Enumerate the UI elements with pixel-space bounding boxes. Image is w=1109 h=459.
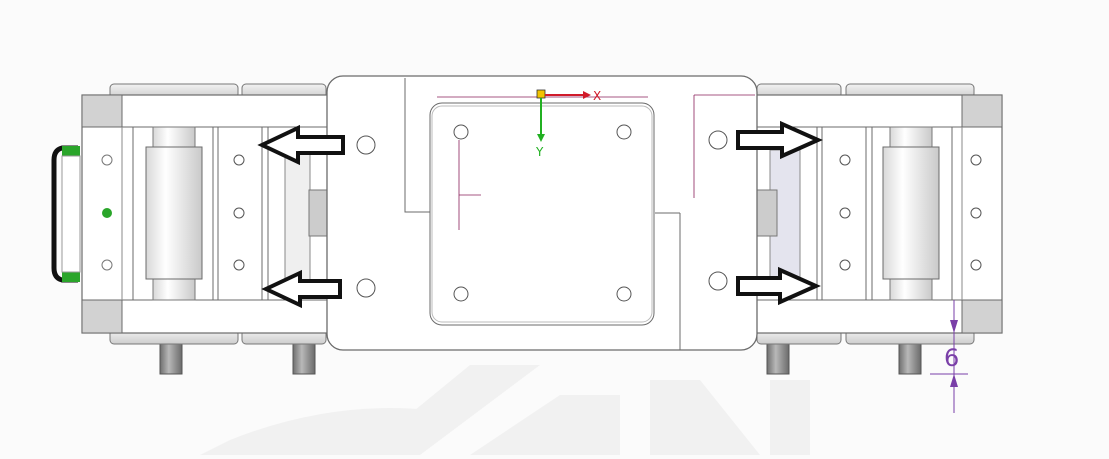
bolt-hole <box>839 259 851 271</box>
left-end-block <box>81 94 123 128</box>
bolt-hole <box>101 259 113 271</box>
bolt-hole <box>233 259 245 271</box>
arrow-right-icon <box>736 120 823 160</box>
center-carriage-plate <box>326 75 758 351</box>
bolt-hole <box>233 207 245 219</box>
roller <box>145 146 203 280</box>
bolt-hole <box>839 154 851 166</box>
roller <box>882 146 940 280</box>
arrow-right-icon <box>736 266 821 306</box>
right-roller-assembly <box>756 126 982 301</box>
coordinate-triad: X Y <box>535 89 601 159</box>
bolt-hole <box>356 135 376 155</box>
bolt-hole <box>708 271 728 291</box>
origin-icon <box>536 89 546 99</box>
bolt-hole <box>453 286 469 302</box>
dimension-value: 6 <box>944 344 959 372</box>
x-axis-label: X <box>593 89 601 103</box>
right-end-block <box>961 94 1003 128</box>
left-green-handle[interactable] <box>51 145 81 283</box>
dimension-annotation: 6 <box>930 300 968 413</box>
bolt-hole <box>356 278 376 298</box>
bolt-hole <box>970 207 982 219</box>
bolt-hole <box>970 154 982 166</box>
bolt-hole <box>970 259 982 271</box>
bolt-hole <box>708 130 728 150</box>
green-indicator <box>102 208 112 218</box>
arrow-left-icon <box>257 124 345 166</box>
bolt-hole <box>839 207 851 219</box>
bolt-hole <box>101 154 113 166</box>
left-roller-assembly <box>132 126 330 301</box>
bolt-hole <box>233 154 245 166</box>
lower-pins <box>159 337 922 375</box>
bolt-hole <box>616 286 632 302</box>
bolt-hole <box>453 124 469 140</box>
watermark-logo <box>200 365 810 455</box>
y-axis-label: Y <box>535 145 544 159</box>
left-end-holes <box>101 154 113 271</box>
arrow-left-icon <box>261 269 342 309</box>
bolt-hole <box>616 124 632 140</box>
direction-arrows <box>257 120 823 309</box>
